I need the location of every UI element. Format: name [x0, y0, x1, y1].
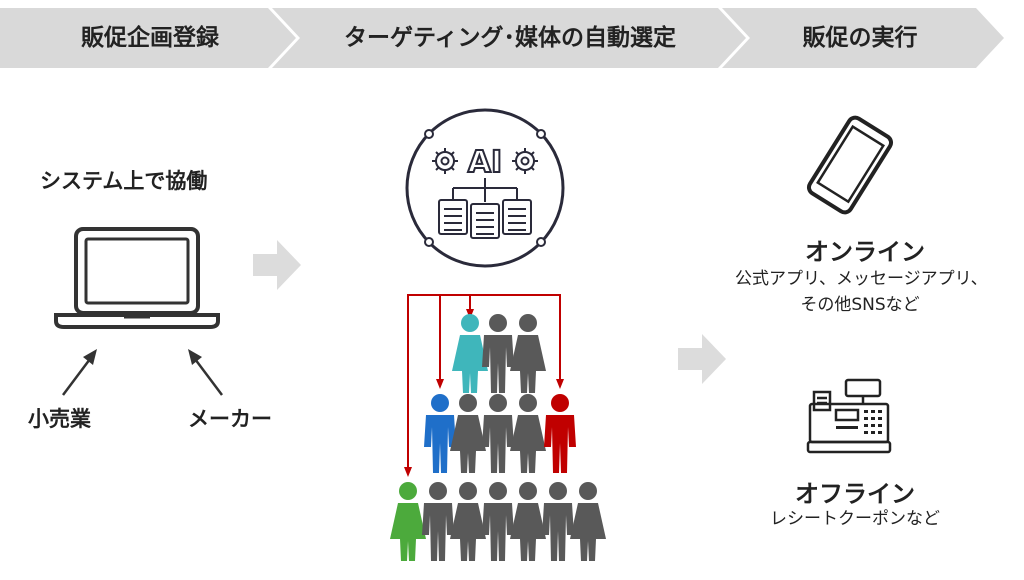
- flow-arrow-1: [253, 240, 301, 290]
- arrow-up-left-icon: [188, 349, 223, 396]
- cash-register-icon: [806, 378, 892, 454]
- arrow-up-right-icon: [62, 349, 97, 396]
- target-audience-pyramid: [390, 294, 606, 561]
- step-label-targeting: ターゲティング･媒体の自動選定: [343, 25, 677, 51]
- step-label-registration: 販促企画登録: [81, 25, 219, 51]
- actor-manufacturer: メーカー: [188, 407, 272, 431]
- flow-arrow-2: [678, 334, 726, 384]
- smartphone-icon: [806, 115, 894, 215]
- offline-desc: レシートクーポンなど: [770, 509, 940, 529]
- step-chevron-2: [272, 8, 746, 68]
- gear-icon-right: [512, 148, 538, 174]
- collab-title: システム上で協働: [40, 169, 208, 193]
- online-desc-line1: 公式アプリ、メッセージアプリ、: [735, 269, 988, 289]
- online-title: オンライン: [805, 238, 925, 266]
- ai-engine-icon: AI: [405, 108, 565, 268]
- offline-title: オフライン: [795, 480, 915, 508]
- actor-retailer: 小売業: [28, 407, 91, 431]
- step-chevron-3: [722, 8, 1004, 68]
- step-label-execution: 販促の実行: [802, 25, 918, 51]
- gear-icon: [432, 148, 458, 174]
- online-desc-line2: その他SNSなど: [800, 295, 920, 315]
- laptop-icon: [54, 227, 220, 329]
- step-chevron-1: [0, 8, 296, 68]
- ai-badge-text: AI: [468, 145, 502, 180]
- process-step-bar: [0, 8, 1004, 68]
